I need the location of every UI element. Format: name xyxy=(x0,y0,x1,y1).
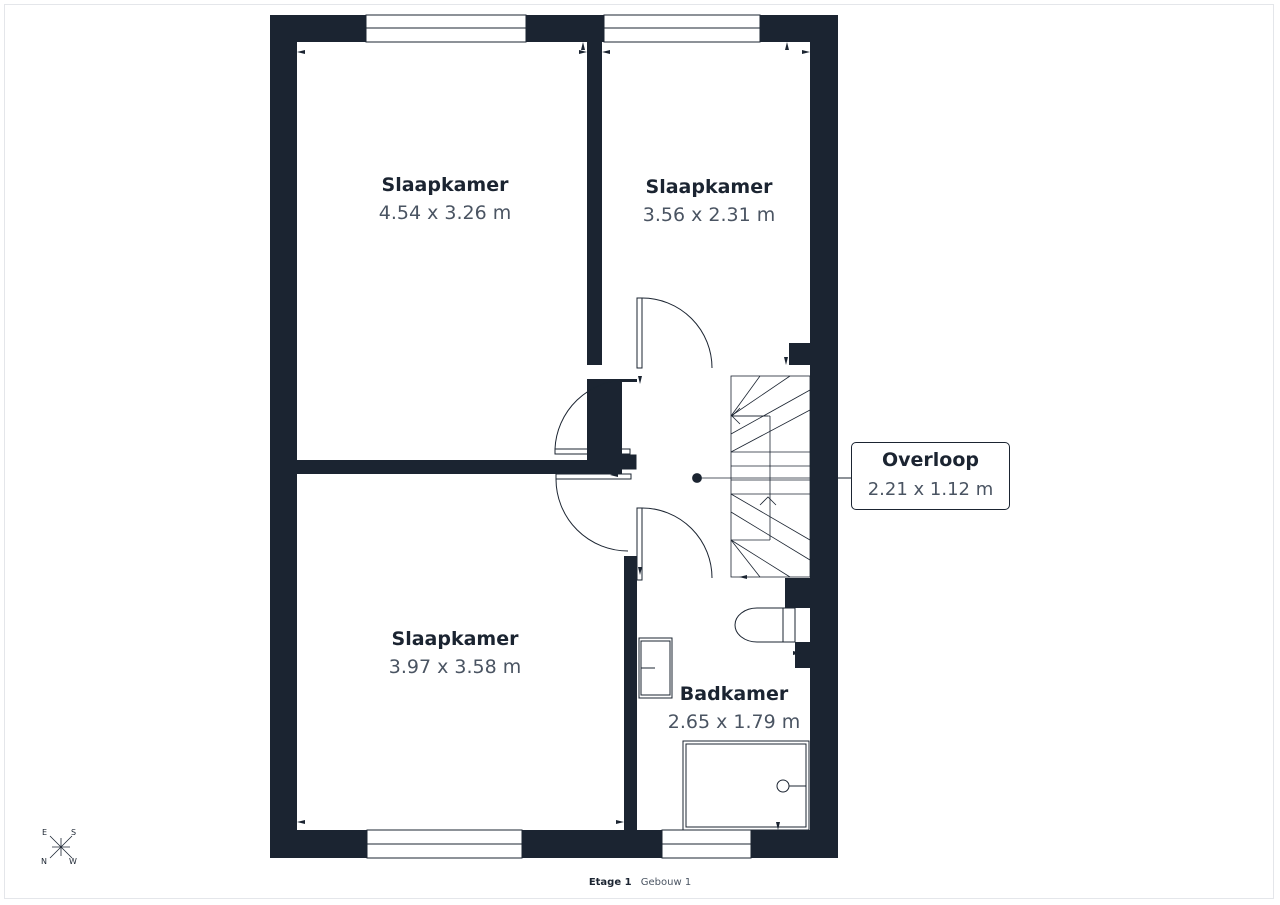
room-dimensions: 4.54 x 3.26 m xyxy=(378,202,512,224)
room-label-bedroom-1: Slaapkamer 4.54 x 3.26 m xyxy=(379,172,511,228)
door-leaf xyxy=(636,297,643,369)
compass-label-south: S xyxy=(71,828,77,837)
room-dimensions: 3.97 x 3.58 m xyxy=(388,656,522,678)
doors xyxy=(554,297,713,581)
callout-landing: Overloop 2.21 x 1.12 m xyxy=(851,442,1010,510)
page-frame xyxy=(4,4,1274,899)
door-leaf xyxy=(555,473,632,480)
room-name: Slaapkamer xyxy=(391,628,519,650)
shower-drain xyxy=(776,779,790,793)
floor-label: Etage 1 xyxy=(588,877,632,888)
door-leaf xyxy=(554,448,631,455)
compass-label-north: N xyxy=(41,857,47,866)
compass-label-west: W xyxy=(69,857,77,866)
toilet xyxy=(734,607,784,643)
door-swing xyxy=(641,297,713,369)
door-leaf xyxy=(636,507,643,581)
room-dimensions: 3.56 x 2.31 m xyxy=(642,204,776,226)
door-swing xyxy=(641,507,713,579)
room-name: Slaapkamer xyxy=(381,174,509,196)
compass-label-east: E xyxy=(42,828,48,837)
room-label-bedroom-3: Slaapkamer 3.97 x 3.58 m xyxy=(389,626,521,682)
tick-markers xyxy=(297,42,810,830)
footer: Etage 1 Gebouw 1 xyxy=(0,877,1280,888)
room-name: Slaapkamer xyxy=(645,176,773,198)
room-dimensions: 2.65 x 1.79 m xyxy=(667,711,801,733)
compass-rose-icon: E S N W xyxy=(40,826,82,868)
bathroom-fixtures xyxy=(638,607,810,831)
door-swing xyxy=(554,379,628,450)
room-label-bedroom-2: Slaapkamer 3.56 x 2.31 m xyxy=(643,174,775,230)
callout-name: Overloop xyxy=(881,449,979,471)
windows xyxy=(365,14,761,859)
room-name: Badkamer xyxy=(679,683,789,705)
building-label: Gebouw 1 xyxy=(640,877,692,888)
door-swing xyxy=(555,478,629,552)
room-label-bathroom: Badkamer 2.65 x 1.79 m xyxy=(668,681,800,737)
callout-dimensions: 2.21 x 1.12 m xyxy=(867,479,994,500)
staircase xyxy=(692,375,811,578)
shower-tray xyxy=(682,740,810,831)
